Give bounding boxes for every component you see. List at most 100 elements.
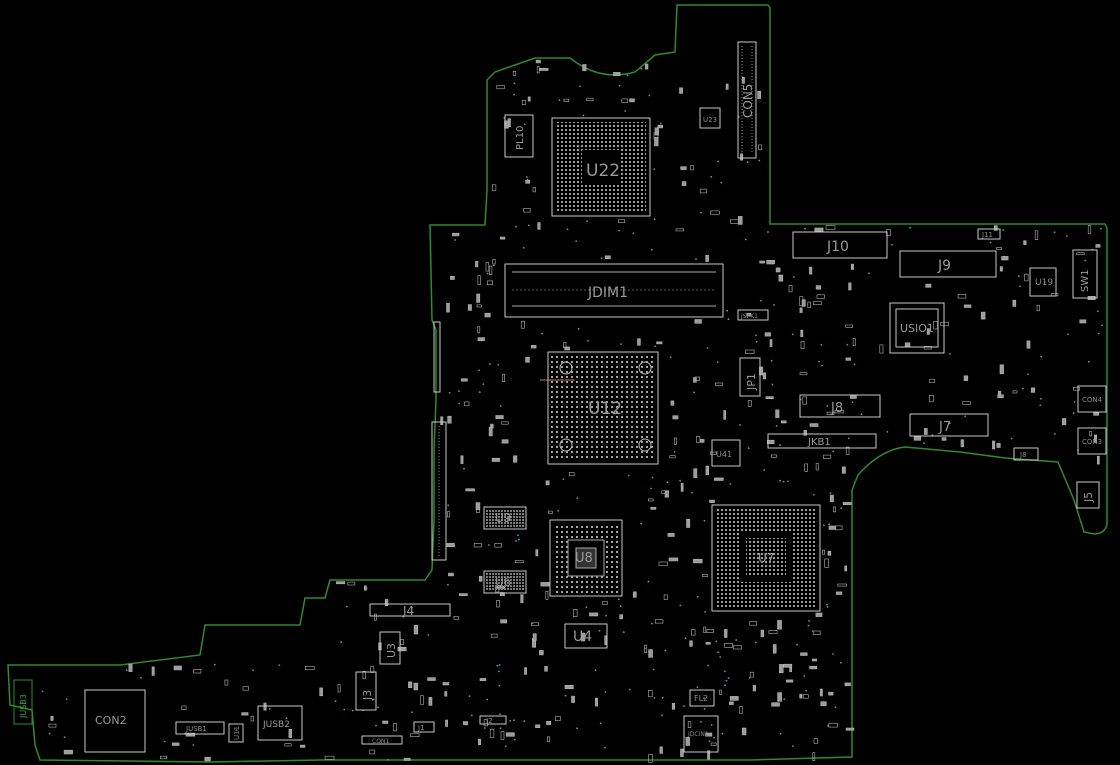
smd-part <box>1031 387 1036 393</box>
smd-part <box>284 743 292 747</box>
via <box>653 697 656 699</box>
smd-part <box>799 372 808 376</box>
smd-part <box>477 275 481 285</box>
via <box>771 383 774 386</box>
smd-part <box>801 299 806 307</box>
smd-part <box>520 320 525 329</box>
smd-part <box>741 727 747 736</box>
smd-part <box>827 550 832 556</box>
via <box>612 73 615 76</box>
smd-part <box>484 312 491 318</box>
via <box>486 698 489 701</box>
smd-part <box>737 216 743 225</box>
smd-part <box>826 411 835 416</box>
smd-part <box>410 733 420 737</box>
via <box>499 405 502 407</box>
smd-part <box>778 664 784 674</box>
u22-bga-chip: U22 <box>551 117 651 217</box>
smd-part <box>520 594 524 604</box>
smd-part <box>1026 340 1031 349</box>
via <box>517 534 519 537</box>
smd-part <box>532 633 537 642</box>
jusb2-label: JUSB2 <box>262 720 290 730</box>
smd-part <box>440 416 444 425</box>
via <box>710 175 713 178</box>
smd-part <box>1073 387 1080 391</box>
via <box>629 688 631 691</box>
smd-part <box>845 324 854 328</box>
smd-part <box>707 750 711 760</box>
smd-part <box>564 684 574 689</box>
smd-part <box>699 188 707 194</box>
j7-label: J7 <box>938 420 951 435</box>
smd-part <box>545 591 549 600</box>
smd-part <box>980 311 986 320</box>
left-edge-connector <box>431 421 447 561</box>
via <box>648 94 651 97</box>
smd-part <box>1012 299 1017 307</box>
smd-part <box>656 341 663 345</box>
via <box>65 698 68 700</box>
smd-part <box>427 677 436 681</box>
smd-part <box>241 712 249 716</box>
via <box>695 258 697 260</box>
via <box>647 580 650 583</box>
via <box>840 507 843 510</box>
via <box>640 522 643 525</box>
via <box>375 724 377 727</box>
u22-label: U22 <box>586 161 620 181</box>
u11-chip: U11 <box>228 723 244 743</box>
smd-part <box>450 275 455 280</box>
via <box>1097 332 1100 335</box>
via <box>213 663 216 666</box>
via <box>746 161 749 164</box>
via <box>779 732 782 735</box>
smd-part <box>834 409 844 414</box>
j3-connector: J3 <box>355 671 377 711</box>
smd-part <box>151 666 155 676</box>
smd-part <box>490 633 498 638</box>
smd-part <box>181 705 187 710</box>
j3-label: J3 <box>361 690 374 701</box>
via <box>41 690 44 693</box>
via <box>478 369 480 372</box>
via <box>411 711 413 714</box>
smd-part <box>446 543 455 548</box>
left-edge-header <box>433 321 441 393</box>
smd-part <box>705 641 711 645</box>
jp1-label: JP1 <box>745 373 758 391</box>
via <box>989 241 992 244</box>
smd-part <box>777 620 782 630</box>
via <box>513 82 516 85</box>
smd-part <box>1062 418 1067 426</box>
j4-connector: J4 <box>369 603 451 618</box>
smd-part <box>746 312 752 317</box>
via <box>960 443 963 446</box>
via <box>627 474 630 477</box>
smd-part <box>648 689 653 698</box>
j8b-connector: J8 <box>1013 447 1039 461</box>
smd-components <box>48 59 1101 763</box>
via <box>1066 235 1068 238</box>
smd-part <box>804 463 808 472</box>
smd-part <box>488 426 493 437</box>
smd-part <box>815 612 823 617</box>
smd-part <box>729 696 739 701</box>
smd-part <box>799 693 803 699</box>
smd-part <box>695 436 701 443</box>
smd-part <box>929 395 934 403</box>
via <box>775 425 778 427</box>
smd-part <box>619 614 624 620</box>
via <box>470 714 473 717</box>
via <box>703 708 706 710</box>
via <box>949 353 951 355</box>
smd-part <box>752 684 756 692</box>
via <box>585 606 588 609</box>
smd-part <box>513 455 518 463</box>
via <box>427 634 430 636</box>
smd-part <box>204 756 211 762</box>
via <box>522 246 525 249</box>
via <box>755 340 758 343</box>
smd-part <box>547 736 550 743</box>
jkb1-label: JKB1 <box>807 437 831 448</box>
